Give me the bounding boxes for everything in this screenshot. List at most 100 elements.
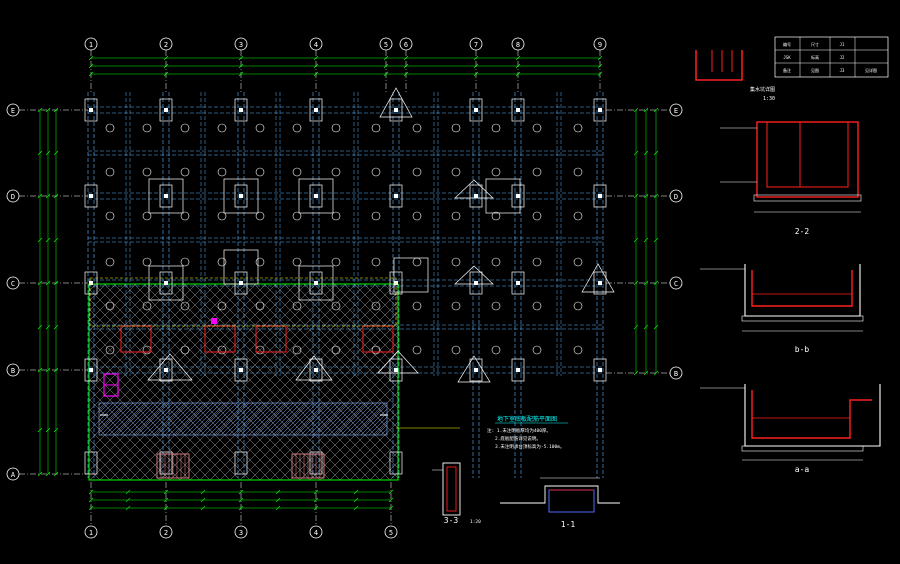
triangular-pile-cap [581, 263, 615, 293]
dimension-tick [53, 193, 59, 199]
dimension-tick [388, 505, 394, 511]
pile-circle [412, 301, 422, 311]
dimension-tick [45, 324, 51, 330]
section-b-b-title: b-b [795, 345, 810, 354]
column [516, 108, 520, 112]
dimension-tick [238, 55, 244, 61]
pit-table-cell: 见图 [811, 67, 819, 73]
pile-circle [371, 345, 381, 355]
axis-label-3-top: 3 [239, 41, 243, 49]
column [239, 281, 243, 285]
pile-circle [412, 123, 422, 133]
axis-label-1-bottom: 1 [89, 529, 93, 537]
pile-circle [573, 257, 583, 267]
dimension-tick [653, 107, 659, 113]
column [474, 108, 478, 112]
dimension-tick [125, 489, 131, 495]
pile-cap [159, 98, 173, 122]
column [516, 368, 520, 372]
dimension-tick [313, 489, 319, 495]
dimension-tick [88, 497, 94, 503]
section-details [432, 50, 881, 516]
dimension-tick [275, 489, 281, 495]
pile-circle [217, 123, 227, 133]
pile-circle [255, 123, 265, 133]
pile-circle [142, 123, 152, 133]
dimension-tick [643, 150, 649, 156]
axis-label-D-left: D [11, 193, 15, 201]
column [89, 194, 93, 198]
axis-bubble-D-right [669, 189, 683, 203]
axis-label-2-bottom: 2 [164, 529, 168, 537]
axis-bubble-C-left [6, 276, 20, 290]
pile-cap [234, 98, 248, 122]
section-b-b-inner [751, 270, 853, 307]
pile-cap [469, 98, 483, 122]
column [164, 281, 168, 285]
dimension-tick [383, 71, 389, 77]
axis-label-E-left: E [11, 107, 15, 115]
dimension-tick [125, 497, 131, 503]
pile-circle [331, 345, 341, 355]
column [394, 368, 398, 372]
triangular-pile-cap [295, 355, 333, 381]
axis-bubble-1-top [84, 37, 98, 51]
axis-bubble-9-top [593, 37, 607, 51]
pile-circle [532, 167, 542, 177]
column [598, 194, 602, 198]
pile-circle [217, 301, 227, 311]
pile-cap-large [485, 178, 521, 214]
pile-circle [451, 257, 461, 267]
pile-circle [331, 123, 341, 133]
pile-circle [371, 211, 381, 221]
axis-bubble-4-top [309, 37, 323, 51]
dimension-tick [633, 237, 639, 243]
dimension-tick [37, 367, 43, 373]
dimension-tick [45, 367, 51, 373]
pile-circle [105, 123, 115, 133]
dimension-tick [633, 193, 639, 199]
axis-label-E-right: E [674, 107, 678, 115]
pile-cap [389, 451, 403, 475]
pile-circle [371, 123, 381, 133]
axis-bubble-4-bottom [309, 525, 323, 539]
pit-table-cell: 见详图 [865, 67, 877, 73]
dimension-tick [353, 505, 359, 511]
dimension-tick [88, 63, 94, 69]
dimension-tick [53, 150, 59, 156]
pile-circle [180, 167, 190, 177]
column [314, 368, 318, 372]
pit-symbol-outer [695, 50, 743, 81]
dimension-tick [238, 497, 244, 503]
pile-cap-large [298, 265, 334, 301]
pile-circle [371, 167, 381, 177]
column [239, 194, 243, 198]
dimension-tick [515, 63, 521, 69]
dimension-tick [238, 505, 244, 511]
axis-bubble-2-top [159, 37, 173, 51]
dimension-tick [37, 280, 43, 286]
axis-label-6-top: 6 [404, 41, 408, 49]
axis-bubble-E-left [6, 103, 20, 117]
pile-cap [234, 184, 248, 208]
axis-bubbles-bottom: 1 2 3 4 5 [84, 525, 398, 539]
pit-table-frame [774, 36, 889, 78]
dimension-tick [388, 497, 394, 503]
pile-cap [84, 451, 98, 475]
column [394, 108, 398, 112]
column [598, 368, 602, 372]
dimension-tick [653, 280, 659, 286]
axis-bubble-A-left [6, 467, 20, 481]
triangular-pile-cap [454, 179, 494, 199]
pile-circle [105, 301, 115, 311]
axis-label-B-right: B [674, 370, 678, 378]
dimension-tick [643, 107, 649, 113]
section-a-a-title: a-a [795, 465, 810, 474]
pile-circle [491, 211, 501, 221]
pile-circle [142, 167, 152, 177]
pile-circle [491, 167, 501, 177]
pile-cap [389, 358, 403, 382]
column [314, 108, 318, 112]
pile-cap-large [393, 257, 429, 293]
dimension-tick [403, 71, 409, 77]
